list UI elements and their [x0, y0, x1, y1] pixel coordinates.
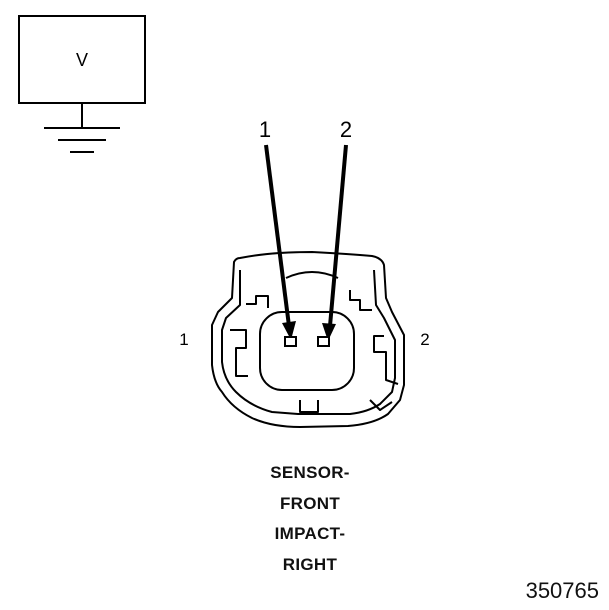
caption-line-4: RIGHT [282, 554, 338, 574]
caption-line-1: SENSOR- [270, 463, 350, 482]
arrow-1 [264, 144, 296, 340]
voltmeter-label: V [76, 50, 88, 70]
figure-number: 350765 [525, 578, 599, 603]
connector-caption: SENSOR- FRONT IMPACT- RIGHT [210, 458, 410, 580]
arrow-2 [322, 144, 348, 341]
caption-line-3: IMPACT- [274, 524, 346, 543]
ground-icon [44, 103, 120, 153]
connector-housing [211, 251, 405, 428]
arrow-label-1: 1 [259, 117, 271, 142]
terminal-cavity [259, 311, 355, 391]
pin-1-terminal [284, 336, 297, 347]
voltmeter: V [18, 15, 146, 104]
side-label-1: 1 [179, 330, 188, 349]
arrow-label-2: 2 [340, 117, 352, 142]
side-label-2: 2 [420, 330, 429, 349]
pin-2-terminal [317, 336, 330, 347]
caption-line-2: FRONT [279, 493, 341, 513]
